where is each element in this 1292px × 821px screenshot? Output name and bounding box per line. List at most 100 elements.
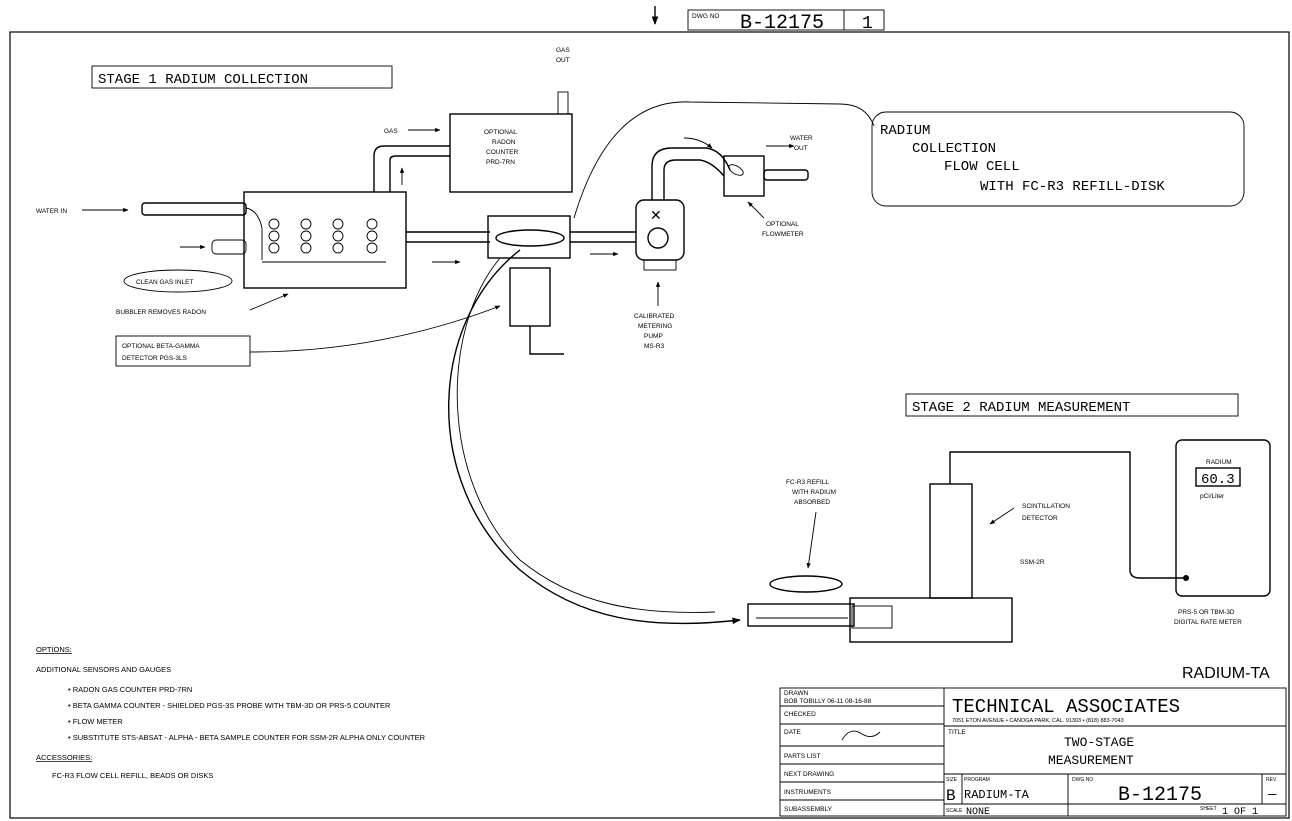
water-line-1: [406, 231, 490, 243]
bubbler-bubbles: [262, 218, 386, 263]
svg-text:CHECKED: CHECKED: [784, 711, 816, 718]
svg-text:OUT: OUT: [794, 145, 808, 152]
svg-text:DWG NO: DWG NO: [1072, 777, 1093, 783]
svg-text:DIGITAL RATE METER: DIGITAL RATE METER: [1174, 619, 1242, 626]
pump-label: CALIBRATED METERING PUMP MS-R3: [634, 281, 675, 350]
svg-text:DETECTOR PGS-3LS: DETECTOR PGS-3LS: [122, 355, 188, 362]
svg-text:PARTS LIST: PARTS LIST: [784, 753, 821, 760]
gas-in-label: GAS: [384, 128, 398, 135]
svg-text:SCINTILLATION: SCINTILLATION: [1022, 503, 1070, 510]
drawing-title-line-1: TWO-STAGE: [1064, 735, 1134, 750]
svg-text:CALIBRATED: CALIBRATED: [634, 313, 675, 320]
tab-dwg-label: DWG NO: [692, 13, 719, 20]
flow-cell: [487, 215, 571, 259]
options-item: • SUBSTITUTE STS-ABSAT - ALPHA - BETA SA…: [68, 733, 426, 742]
bubbler-label: BUBBLER REMOVES RADON: [116, 293, 289, 316]
flow-cell-disk: [495, 229, 565, 247]
company-name: TECHNICAL ASSOCIATES: [952, 696, 1180, 718]
svg-text:OPTIONAL: OPTIONAL: [766, 221, 799, 228]
svg-text:DATE: DATE: [784, 729, 802, 736]
svg-text:NEXT DRAWING: NEXT DRAWING: [784, 771, 834, 778]
svg-text:WITH FC-R3 REFILL-DISK: WITH FC-R3 REFILL-DISK: [980, 179, 1165, 195]
svg-text:CLEAN GAS INLET: CLEAN GAS INLET: [136, 279, 193, 286]
detector-cable: [949, 451, 1186, 579]
drawing-title-line-2: MEASUREMENT: [1048, 753, 1134, 768]
gas-out-pipe: [557, 91, 569, 115]
svg-text:PROGRAM: PROGRAM: [964, 777, 990, 783]
svg-text:TITLE: TITLE: [948, 729, 966, 736]
metering-pump: ✕: [635, 199, 685, 271]
svg-text:STAGE 2 RADIUM MEASUREMENT: STAGE 2 RADIUM MEASUREMENT: [912, 400, 1130, 416]
radium-collection-callout: RADIUM COLLECTION FLOW CELL WITH FC-R3 R…: [573, 101, 1245, 219]
svg-text:DRAWN: DRAWN: [784, 690, 809, 697]
drawing-number: B-12175: [1118, 784, 1202, 807]
beta-gamma-label: OPTIONAL BETA-GAMMA DETECTOR PGS-3LS: [115, 305, 501, 367]
clean-gas-inlet-pipe: [211, 239, 247, 255]
svg-text:FLOWMETER: FLOWMETER: [762, 231, 804, 238]
options-item: • BETA GAMMA COUNTER - SHIELDED PGS-3S P…: [68, 701, 391, 710]
svg-text:MS-R3: MS-R3: [644, 343, 665, 350]
scintillation-tube: [929, 483, 973, 599]
refill-label: FC-R3 REFILL WITH RADIUM ABSORBED: [786, 479, 836, 569]
svg-text:pCi/Liter: pCi/Liter: [1200, 493, 1225, 500]
refill-disk: [769, 575, 843, 593]
svg-text:REV: REV: [1266, 777, 1277, 783]
svg-text:DETECTOR: DETECTOR: [1022, 515, 1058, 522]
svg-text:BOB TOBILLY 06-11 08-16-88: BOB TOBILLY 06-11 08-16-88: [784, 698, 872, 705]
svg-text:FLOW CELL: FLOW CELL: [944, 159, 1020, 175]
svg-text:STAGE 1 RADIUM COLLECTION: STAGE 1 RADIUM COLLECTION: [98, 72, 308, 88]
rate-meter: RADIUM 60.3 pCi/Liter: [1175, 439, 1271, 597]
svg-text:SCALE: SCALE: [946, 808, 963, 814]
svg-text:COUNTER: COUNTER: [486, 149, 518, 156]
options-intro: ADDITIONAL SENSORS AND GAUGES: [36, 665, 171, 674]
stage1-heading: STAGE 1 RADIUM COLLECTION: [91, 65, 393, 89]
svg-text:B: B: [946, 787, 956, 805]
tab-dwg-number: B-12175: [740, 12, 824, 35]
options-notes: OPTIONS: ADDITIONAL SENSORS AND GAUGES •…: [36, 645, 426, 780]
svg-text:BUBBLER REMOVES RADON: BUBBLER REMOVES RADON: [116, 309, 206, 316]
svg-text:OUT: OUT: [556, 57, 570, 64]
svg-text:SHEET: SHEET: [1200, 806, 1217, 812]
svg-text:COLLECTION: COLLECTION: [912, 141, 996, 157]
accessories-item: FC-R3 FLOW CELL REFILL, BEADS OR DISKS: [52, 771, 213, 780]
svg-text:METERING: METERING: [638, 323, 672, 330]
options-item: • FLOW METER: [68, 717, 123, 726]
drawing-border: [9, 31, 1290, 819]
radon-counter-label: OPTIONAL RADON COUNTER PRD-7RN: [484, 129, 518, 166]
svg-text:NONE: NONE: [966, 807, 990, 818]
detector-base: [849, 597, 1013, 643]
rate-meter-label: PRS-5 OR TBM-3D DIGITAL RATE METER: [1174, 609, 1242, 626]
clean-gas-inlet-label: CLEAN GAS INLET: [123, 269, 233, 293]
company-address: 7051 ETON AVENUE • CANOGA PARK, CAL. 913…: [952, 718, 1124, 724]
gas-out-label: GAS OUT: [556, 47, 570, 64]
stage2-heading: STAGE 2 RADIUM MEASUREMENT: [905, 393, 1239, 417]
svg-text:ABSORBED: ABSORBED: [794, 499, 830, 506]
sample-drawer: [747, 603, 855, 627]
svg-text:GAS: GAS: [556, 47, 570, 54]
svg-text:SUBASSEMBLY: SUBASSEMBLY: [784, 806, 833, 813]
svg-text:INSTRUMENTS: INSTRUMENTS: [784, 789, 832, 796]
svg-text:✕: ✕: [650, 207, 662, 223]
options-heading: OPTIONS:: [36, 645, 72, 654]
title-block: DRAWN BOB TOBILLY 06-11 08-16-88 CHECKED…: [779, 687, 1287, 818]
tab-sheet-number: 1: [862, 14, 873, 34]
svg-text:OPTIONAL BETA-GAMMA: OPTIONAL BETA-GAMMA: [122, 343, 200, 350]
svg-text:RADON: RADON: [492, 139, 516, 146]
drawing-name: RADIUM-TA: [1182, 665, 1270, 682]
water-out-label: WATER OUT: [766, 135, 813, 152]
flowmeter: [723, 155, 809, 197]
beta-gamma-detector: [509, 267, 551, 327]
water-in-pipe: [141, 202, 247, 216]
options-item: • RADON GAS COUNTER PRD-7RN: [68, 685, 192, 694]
svg-text:SSM-2R: SSM-2R: [1020, 559, 1045, 566]
svg-text:PUMP: PUMP: [644, 333, 663, 340]
radon-counter-box: [449, 113, 573, 193]
svg-text:RADIUM: RADIUM: [1206, 459, 1232, 466]
svg-text:PRS-5 OR TBM-3D: PRS-5 OR TBM-3D: [1178, 609, 1235, 616]
water-line-2: [570, 231, 636, 243]
gas-pipe: [373, 145, 450, 192]
bubbler-tank: [243, 191, 407, 289]
scintillation-label: SCINTILLATION DETECTOR SSM-2R: [989, 503, 1070, 566]
svg-text:RADIUM: RADIUM: [880, 123, 930, 139]
